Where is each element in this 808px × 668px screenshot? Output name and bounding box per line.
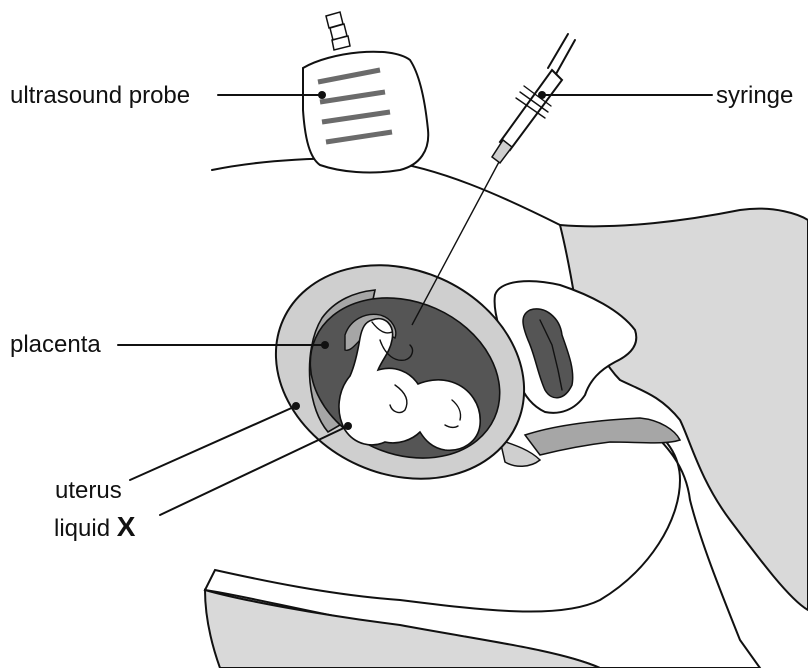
leader-dot-placenta (321, 341, 329, 349)
label-syringe: syringe (716, 84, 793, 108)
leader-uterus (130, 406, 296, 480)
label-placenta: placenta (10, 333, 101, 357)
leader-liquid (160, 426, 348, 515)
label-liquid: liquid (54, 515, 110, 542)
leader-dot-syringe (538, 91, 546, 99)
leader-dot-uterus (292, 402, 300, 410)
leader-dot-liquid (344, 422, 352, 430)
label-liquid-x: liquid X (54, 513, 135, 541)
label-ultrasound-probe: ultrasound probe (10, 84, 190, 108)
syringe-instrument (492, 34, 575, 163)
pelvic-wall (525, 418, 680, 455)
label-liquid-letter: X (117, 511, 136, 542)
label-uterus: uterus (55, 479, 122, 503)
leader-dot-ultrasound (318, 91, 326, 99)
